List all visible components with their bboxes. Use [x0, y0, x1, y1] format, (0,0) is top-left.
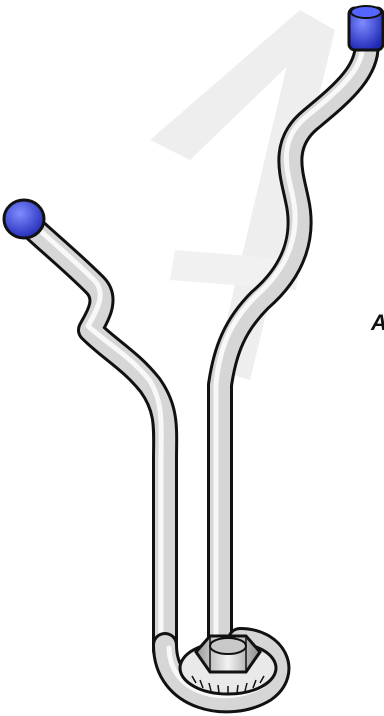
watermark-stroke-right [215, 10, 335, 380]
watermark [150, 10, 335, 380]
blue-end-cap-icon [2, 198, 46, 240]
right-tube [207, 25, 380, 653]
blue-end-cap-icon [347, 5, 384, 52]
section-label: A [371, 310, 384, 336]
watermark-stroke-left [150, 10, 325, 160]
hex-nut-icon [178, 634, 278, 696]
knurl-ring [191, 675, 265, 694]
left-tube [9, 205, 179, 663]
